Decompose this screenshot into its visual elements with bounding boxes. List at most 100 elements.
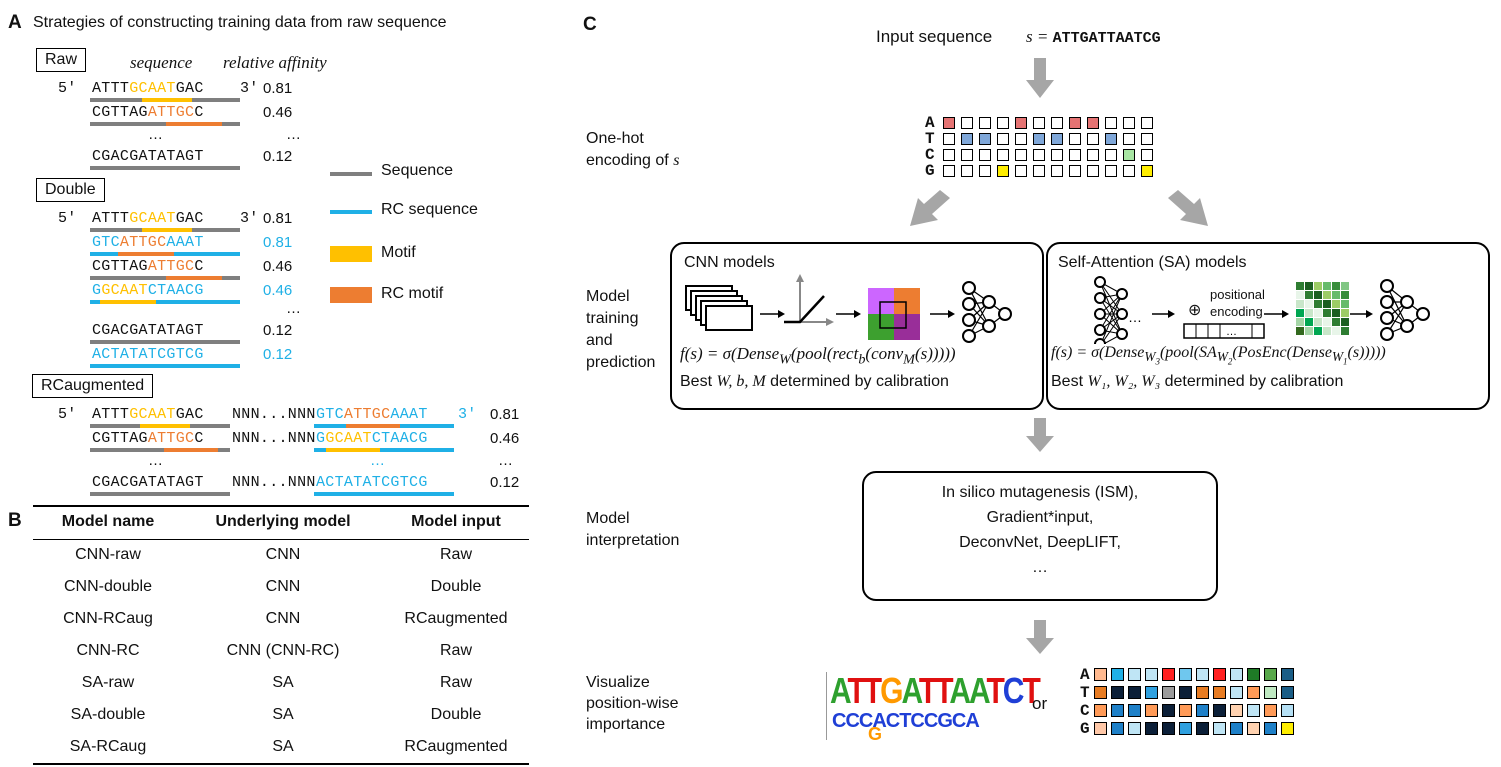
logo-mid-letters: CCCACTCCGCA [832,710,980,732]
underlying-model-cell: CNN [265,610,301,627]
attention-cell [1305,300,1313,308]
heatmap-cell [1094,704,1107,717]
attention-cell [1314,327,1322,335]
onehot-cell [1123,117,1135,129]
heatmap-cell [1094,668,1107,681]
double-rc-aff-2: 0.46 [263,282,293,299]
onehot-cell [1069,149,1081,161]
onehot-cell [1051,133,1063,145]
attention-cell [1332,309,1340,317]
onehot-cell [1123,165,1135,177]
ellipsis: … [286,126,301,143]
heatmap-cell [1162,668,1175,681]
onehot-cell [961,165,973,177]
onehot-cell [1123,149,1135,161]
heatmap-cell [1196,686,1209,699]
cnn-models-box: CNN models [670,242,1044,410]
rcaug-seq-1: ATTTGCAATGAC [92,406,204,423]
attention-cell [1314,282,1322,290]
rcaug-seq-3: CGACGATATAGT [92,474,204,491]
sa-architecture: … … [1094,276,1430,344]
attention-cell [1323,291,1331,299]
onehot-cell [1033,117,1045,129]
heatmap-cell [1230,686,1243,699]
heatmap-cell [1230,704,1243,717]
visualize-label: Visualize position-wise importance [586,674,679,733]
legend-motif-swatch [330,246,372,262]
underlying-model-cell: SA [272,738,294,755]
heatmap-cell [1162,722,1175,735]
logo-top-letters: ATTGATTAATCT [830,672,1041,712]
onehot-cell [1033,149,1045,161]
rc-sequence-bar [314,492,454,496]
three-prime: 3′ [240,80,259,97]
onehot-cell [1105,165,1117,177]
onehot-label-2: encoding of s [586,152,680,169]
sequence-bar [90,340,240,344]
heatmap-cell [1179,704,1192,717]
underlying-model-cell: CNN (CNN-RC) [226,642,340,659]
attention-cell [1296,300,1304,308]
onehot-cell [1141,149,1153,161]
onehot-cell [961,149,973,161]
onehot-cell [1141,117,1153,129]
onehot-cell [1087,165,1099,177]
heatmap-cell [1247,704,1260,717]
onehot-cell [1141,133,1153,145]
arrow-down-icon [1026,418,1054,452]
ellipsis: … [148,126,163,143]
sa-calibration: Best W₁, W₂, W₃ determined by calibratio… [1051,373,1344,390]
rcaug-rc-2: GGCAATCTAACG [316,430,428,447]
affinity-header: relative affinity [223,53,327,72]
model-input-cell: Double [430,706,482,723]
model-input-cell: Double [430,578,482,595]
attention-cell [1341,291,1349,299]
double-seq-1: ATTTGCAATGAC [92,210,204,227]
rc-motif-bar [164,448,218,452]
onehot-base-label: G [925,162,935,180]
onehot-cell [997,165,1009,177]
onehot-base-label: T [925,130,935,148]
underlying-model-cell: SA [272,674,294,691]
underlying-model-cell: SA [272,706,294,723]
raw-seq-3: CGACGATATAGT [92,148,204,165]
model-input-cell: Raw [439,674,472,691]
heatmap-base-label: G [1080,720,1090,738]
svg-text:…: … [1128,309,1142,325]
attention-cell [1323,309,1331,317]
attention-cell [1332,282,1340,290]
three-prime: 3′ [240,210,259,227]
heatmap-cell [1162,686,1175,699]
attention-cell [1314,300,1322,308]
rcaug-seq-2: CGTTAGATTGCC [92,430,204,447]
attention-cell [1341,282,1349,290]
onehot-label-1: One-hot [586,130,644,147]
heatmap-cell [1162,704,1175,717]
motif-bar [100,300,156,304]
heatmap-cell [1264,722,1277,735]
spacer: NNN...NNN [232,406,316,423]
onehot-cell [1015,165,1027,177]
interpretation-methods: In silico mutagenesis (ISM), Gradient*in… [941,484,1139,576]
underlying-model-cell: CNN [265,578,301,595]
heatmap-cell [1230,668,1243,681]
onehot-cell [1051,149,1063,161]
onehot-cell [961,133,973,145]
three-prime: 3′ [458,406,477,423]
heatmap-cell [1213,668,1226,681]
raw-aff-3: 0.12 [263,148,293,165]
attention-cell [1296,318,1304,326]
onehot-cell [961,117,973,129]
attention-cell [1296,309,1304,317]
attention-cell [1305,291,1313,299]
table-header-row: Model name Underlying model Model input [33,513,529,539]
attention-cell [1332,327,1340,335]
onehot-cell [997,117,1009,129]
heatmap-cell [1094,722,1107,735]
onehot-cell [979,149,991,161]
legend-motif: Motif [381,244,416,261]
attention-cell [1323,282,1331,290]
